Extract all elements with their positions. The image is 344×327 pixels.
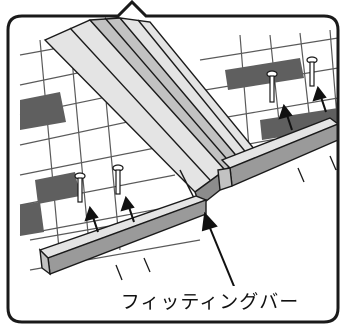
callout-frame xyxy=(6,0,340,324)
illustration-content xyxy=(19,17,338,297)
pin-icon xyxy=(74,56,318,203)
frame-bar-right xyxy=(217,117,338,191)
arrow-icon xyxy=(84,85,327,233)
fitting-bar-label: フィッティングバー xyxy=(90,286,330,318)
leader-arrow-icon xyxy=(201,211,239,297)
tick-marks xyxy=(115,155,337,281)
wire-grid xyxy=(19,29,338,271)
dark-tiles xyxy=(20,58,338,236)
